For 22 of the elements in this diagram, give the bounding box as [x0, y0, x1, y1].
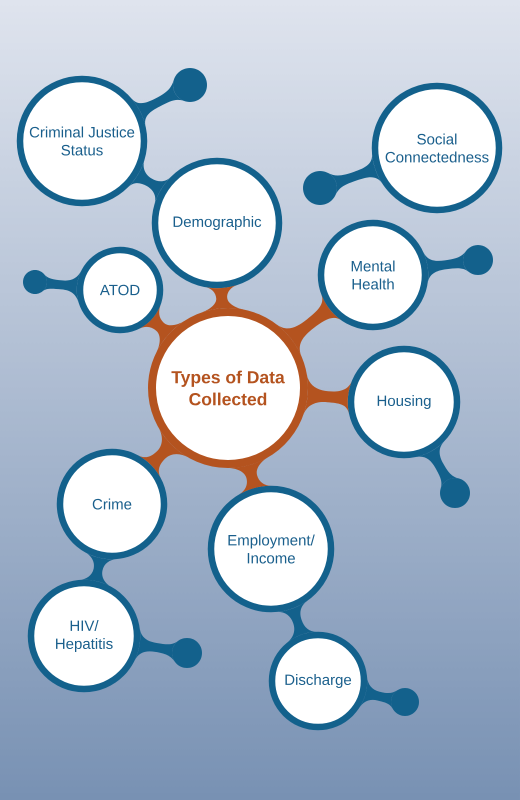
connector: [42, 270, 82, 303]
connector: [79, 552, 117, 587]
end-dot: [172, 638, 202, 668]
connector: [138, 304, 184, 352]
connector: [138, 428, 188, 478]
connector: [328, 154, 382, 196]
connector: [423, 251, 469, 284]
end-dot: [391, 688, 419, 716]
end-dot: [303, 171, 337, 205]
connector: [134, 628, 178, 662]
connector: [202, 285, 244, 312]
connector: [416, 441, 459, 489]
connector: [276, 600, 318, 643]
connector: [276, 294, 342, 357]
end-dot: [440, 478, 470, 508]
connector: [128, 160, 171, 204]
connector: [131, 80, 184, 126]
connector: [303, 374, 352, 416]
connector: [359, 676, 398, 709]
end-dot: [23, 270, 47, 294]
end-dot: [173, 68, 207, 102]
end-dot: [463, 245, 493, 275]
